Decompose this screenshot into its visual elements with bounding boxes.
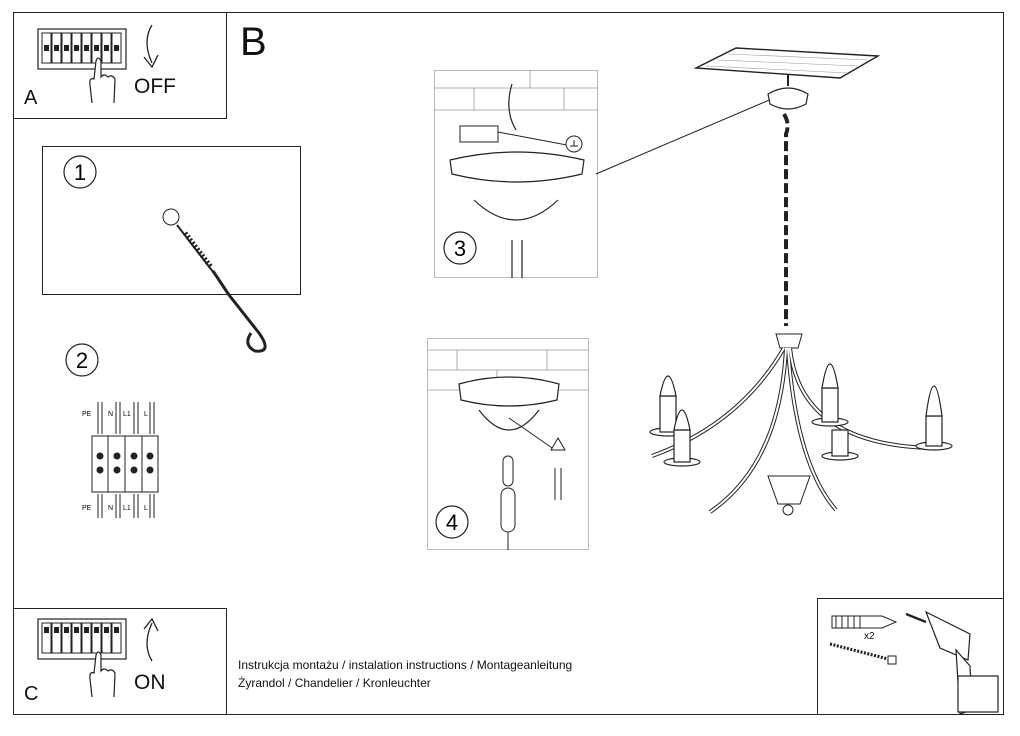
footer-product-name: Żyrandol / Chandelier / Kronleuchter xyxy=(238,676,431,690)
terminal-label: PE xyxy=(82,505,92,512)
detail-callout-line xyxy=(595,97,775,175)
terminal-label: L xyxy=(144,411,148,418)
panel-a-letter: A xyxy=(24,87,38,109)
terminal-label: L1 xyxy=(123,505,131,512)
page-frame xyxy=(13,12,1004,715)
step-2-number: 2 xyxy=(76,348,88,373)
terminal-label: N xyxy=(108,505,113,512)
step-1-badge: 1 xyxy=(63,155,97,189)
step-3-number: 3 xyxy=(454,236,466,261)
panel-c-letter: C xyxy=(24,683,39,705)
footer-instructions-title: Instrukcja montażu / instalation instruc… xyxy=(238,658,573,672)
canopy-mounting-drawing xyxy=(427,349,589,550)
step-1-number: 1 xyxy=(74,160,86,185)
drill-icon xyxy=(905,610,999,715)
terminal-label: N xyxy=(108,411,113,418)
power-off-label: OFF xyxy=(134,75,176,98)
wall-plug-icon xyxy=(831,615,898,629)
step-4-badge: 4 xyxy=(435,505,469,539)
terminal-label: L xyxy=(144,505,148,512)
chandelier-drawing xyxy=(649,47,953,516)
arrow-down-icon xyxy=(143,24,159,69)
power-on-label: ON xyxy=(134,671,166,694)
panel-a-power-off: A OFF xyxy=(13,12,227,119)
step-2-badge: 2 xyxy=(65,343,99,377)
circuit-breaker-icon xyxy=(37,618,127,660)
step-3-badge: 3 xyxy=(443,231,477,265)
ceiling-canopy-wiring-drawing xyxy=(434,70,598,278)
hand-icon xyxy=(89,57,116,104)
terminal-label: PE xyxy=(82,411,92,418)
quantity-label: x2 xyxy=(864,631,875,642)
step-4-number: 4 xyxy=(446,510,458,535)
hook-bracket-icon xyxy=(162,208,267,353)
hand-icon xyxy=(89,651,116,698)
screw-icon xyxy=(829,642,897,665)
panel-b-letter: B xyxy=(240,20,267,64)
terminal-label: L1 xyxy=(123,411,131,418)
arrow-up-icon xyxy=(143,617,159,662)
panel-c-power-on: C ON xyxy=(13,608,227,715)
